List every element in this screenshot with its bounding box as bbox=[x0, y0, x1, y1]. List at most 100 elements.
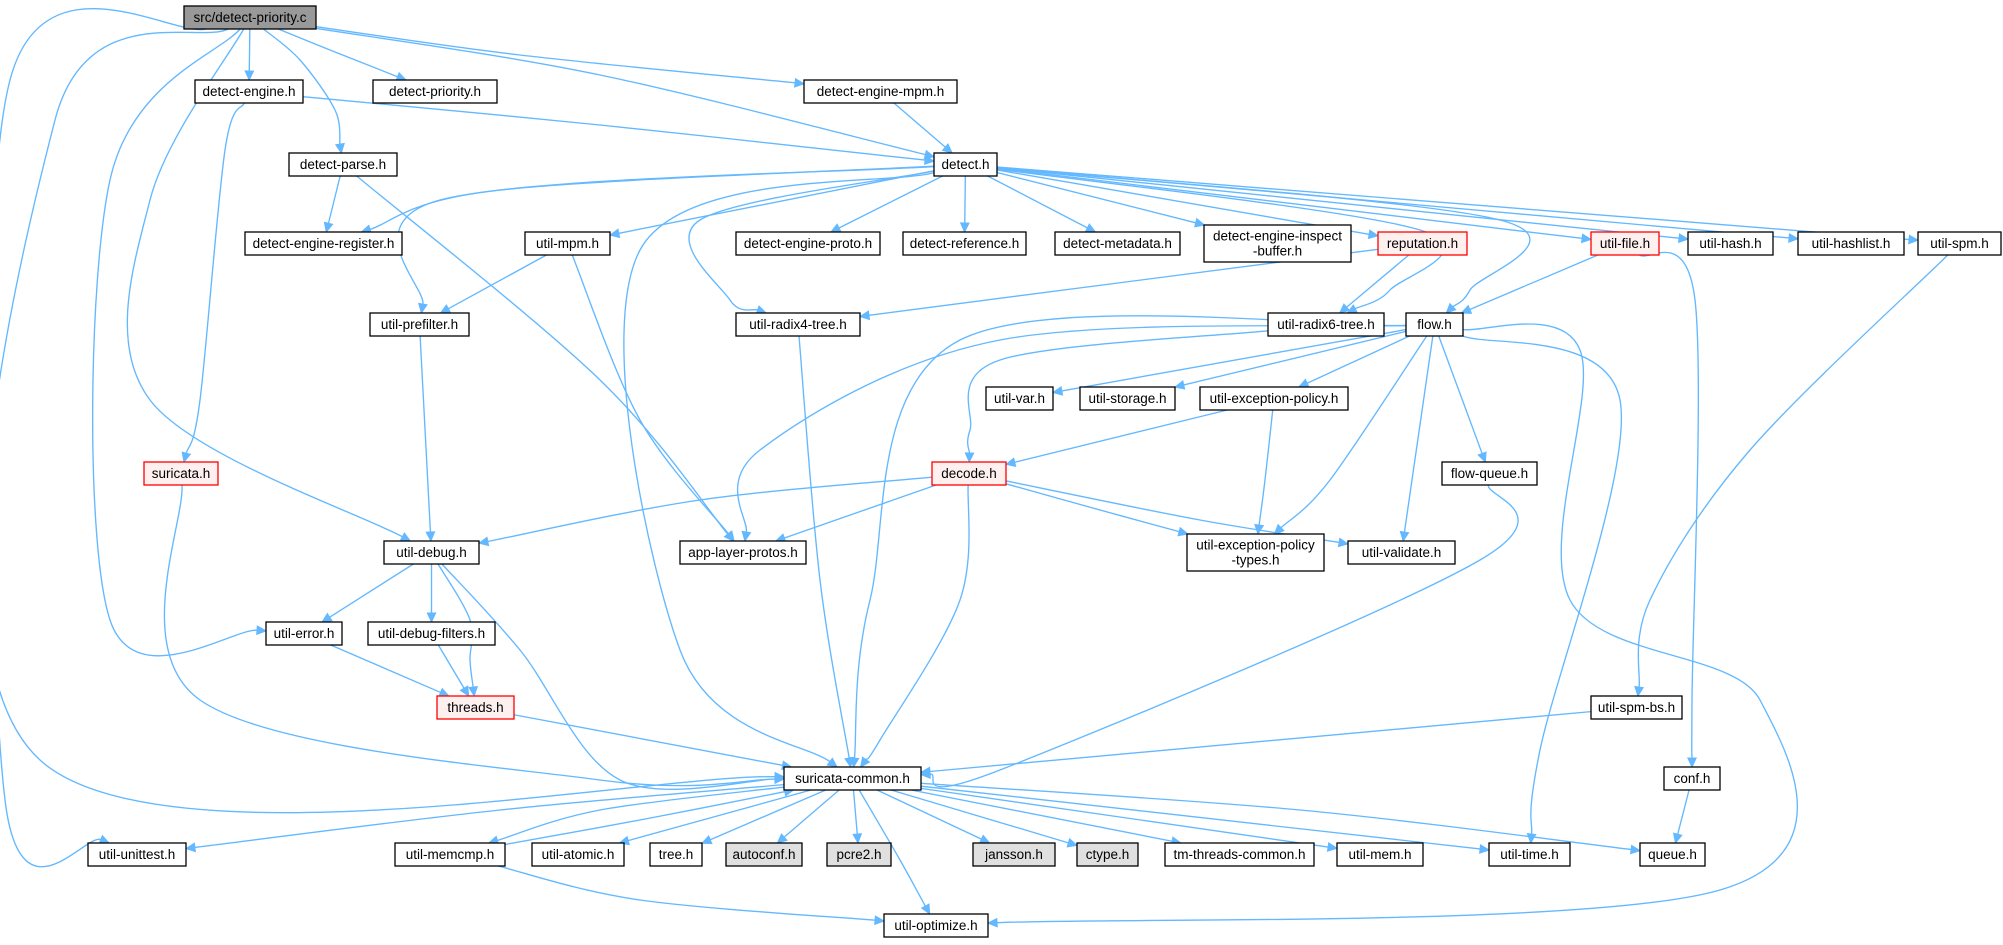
node-util-time-h[interactable]: util-time.h bbox=[1488, 842, 1571, 867]
node-detect-h[interactable]: detect.h bbox=[933, 152, 998, 177]
node-label: util-file.h bbox=[1600, 236, 1650, 251]
edge-arrowhead bbox=[439, 304, 452, 314]
edge-detect-h-to-util-spm-h bbox=[996, 166, 1920, 245]
node-util-storage-h[interactable]: util-storage.h bbox=[1079, 386, 1176, 411]
node-label: suricata-common.h bbox=[795, 771, 910, 786]
edge-line bbox=[929, 484, 1519, 788]
node-util-exception-policy-types-h[interactable]: util-exception-policy-types.h bbox=[1186, 533, 1325, 572]
node-util-debug-filters-h[interactable]: util-debug-filters.h bbox=[367, 621, 496, 646]
edge-arrowhead bbox=[426, 612, 437, 624]
node-detect-engine-inspect-buffer-h[interactable]: detect-engine-inspect-buffer.h bbox=[1203, 224, 1352, 263]
node-util-atomic-h[interactable]: util-atomic.h bbox=[531, 842, 625, 867]
node-suricata-common-h[interactable]: suricata-common.h bbox=[783, 766, 922, 791]
node-box bbox=[649, 842, 703, 867]
node-util-radix4-tree-h[interactable]: util-radix4-tree.h bbox=[735, 312, 861, 337]
edge-arrowhead bbox=[874, 915, 886, 926]
node-autoconf-h[interactable]: autoconf.h bbox=[725, 842, 803, 867]
edge-line bbox=[1005, 483, 1180, 533]
node-detect-engine-mpm-h[interactable]: detect-engine-mpm.h bbox=[803, 79, 958, 104]
node-util-prefilter-h[interactable]: util-prefilter.h bbox=[369, 312, 470, 337]
edge-line bbox=[369, 165, 935, 231]
node-util-spm-bs-h[interactable]: util-spm-bs.h bbox=[1590, 695, 1683, 720]
edge-arrowhead bbox=[1687, 757, 1697, 769]
node-flow-queue-h[interactable]: flow-queue.h bbox=[1441, 461, 1538, 486]
node-box bbox=[1336, 842, 1424, 867]
node-reputation-h[interactable]: reputation.h bbox=[1377, 231, 1468, 256]
edge-arrowhead bbox=[1630, 844, 1642, 855]
node-detect-reference-h[interactable]: detect-reference.h bbox=[902, 231, 1027, 256]
node-flow-h[interactable]: flow.h bbox=[1405, 312, 1464, 337]
node-util-error-h[interactable]: util-error.h bbox=[265, 621, 343, 646]
node-box bbox=[1203, 224, 1352, 263]
node-box bbox=[1441, 461, 1538, 486]
node-util-mem-h[interactable]: util-mem.h bbox=[1336, 842, 1424, 867]
edge-detect-h-to-reputation-h bbox=[996, 169, 1380, 240]
node-util-exception-policy-h[interactable]: util-exception-policy.h bbox=[1199, 386, 1349, 411]
node-conf-h[interactable]: conf.h bbox=[1663, 766, 1721, 791]
edge-line bbox=[910, 789, 1173, 842]
node-box bbox=[826, 842, 892, 867]
node-util-optimize-h[interactable]: util-optimize.h bbox=[883, 913, 989, 938]
node-label: -types.h bbox=[1231, 553, 1279, 568]
node-ctype-h[interactable]: ctype.h bbox=[1076, 842, 1139, 867]
node-tree-h[interactable]: tree.h bbox=[649, 842, 703, 867]
node-util-radix6-tree-h[interactable]: util-radix6-tree.h bbox=[1267, 312, 1385, 337]
node-tm-threads-common-h[interactable]: tm-threads-common.h bbox=[1164, 842, 1315, 867]
edge-arrowhead bbox=[920, 903, 931, 916]
node-util-debug-h[interactable]: util-debug.h bbox=[383, 540, 480, 565]
node-util-unittest-h[interactable]: util-unittest.h bbox=[87, 842, 187, 867]
node-label: detect-reference.h bbox=[910, 236, 1020, 251]
node-app-layer-protos-h[interactable]: app-layer-protos.h bbox=[679, 540, 807, 565]
edge-arrowhead bbox=[1194, 217, 1206, 228]
edge-arrowhead bbox=[399, 532, 412, 542]
edge-line bbox=[893, 102, 946, 148]
node-detect-engine-h[interactable]: detect-engine.h bbox=[194, 79, 304, 104]
node-util-var-h[interactable]: util-var.h bbox=[985, 386, 1054, 411]
node-label: src/detect-priority.c bbox=[193, 10, 306, 25]
node-label: jansson.h bbox=[984, 847, 1043, 862]
node-detect-metadata-h[interactable]: detect-metadata.h bbox=[1054, 231, 1181, 256]
edge-line bbox=[996, 167, 1680, 239]
edge-line bbox=[126, 28, 403, 538]
node-util-memcmp-h[interactable]: util-memcmp.h bbox=[394, 842, 506, 867]
node-label: util-prefilter.h bbox=[381, 317, 458, 332]
node-util-hash-h[interactable]: util-hash.h bbox=[1687, 231, 1774, 256]
node-jansson-h[interactable]: jansson.h bbox=[972, 842, 1056, 867]
edge-arrowhead bbox=[741, 530, 752, 543]
node-box bbox=[531, 842, 625, 867]
edge-util-memcmp-h-to-util-optimize-h bbox=[497, 865, 886, 926]
node-queue-h[interactable]: queue.h bbox=[1639, 842, 1706, 867]
node-util-spm-h[interactable]: util-spm.h bbox=[1917, 231, 2002, 256]
graph-nodes: src/detect-priority.c detect-engine.h dete… bbox=[87, 5, 2002, 938]
edge-suricata-common-h-to-util-mem-h bbox=[920, 787, 1339, 852]
node-util-validate-h[interactable]: util-validate.h bbox=[1347, 540, 1456, 565]
edge-suricata-common-h-to-util-time-h bbox=[920, 785, 1491, 854]
node-suricata-h[interactable]: suricata.h bbox=[143, 461, 219, 486]
node-label: detect-engine-mpm.h bbox=[817, 84, 945, 99]
node-util-file-h[interactable]: util-file.h bbox=[1590, 231, 1660, 256]
node-detect-engine-register-h[interactable]: detect-engine-register.h bbox=[244, 231, 403, 256]
node-detect-engine-proto-h[interactable]: detect-engine-proto.h bbox=[735, 231, 881, 256]
node-util-mpm-h[interactable]: util-mpm.h bbox=[524, 231, 611, 256]
node-root[interactable]: src/detect-priority.c bbox=[183, 5, 317, 30]
edge-arrowhead bbox=[608, 228, 621, 239]
edge-flow-h-to-util-exception-policy-types-h bbox=[1273, 335, 1428, 535]
node-box bbox=[1186, 533, 1325, 572]
node-label: queue.h bbox=[1648, 847, 1697, 862]
node-threads-h[interactable]: threads.h bbox=[436, 695, 515, 720]
node-util-hashlist-h[interactable]: util-hashlist.h bbox=[1797, 231, 1905, 256]
edge-decode-h-to-util-exception-policy-types-h bbox=[1005, 483, 1189, 537]
node-detect-priority-h[interactable]: detect-priority.h bbox=[372, 79, 498, 104]
node-decode-h[interactable]: decode.h bbox=[931, 461, 1007, 486]
node-box bbox=[524, 231, 611, 256]
node-pcre2-h[interactable]: pcre2.h bbox=[826, 842, 892, 867]
edge-arrowhead bbox=[1273, 523, 1285, 535]
node-box bbox=[1199, 386, 1349, 411]
edge-line bbox=[329, 563, 414, 618]
edge-line bbox=[876, 789, 982, 840]
node-detect-parse-h[interactable]: detect-parse.h bbox=[288, 152, 398, 177]
edge-arrowhead bbox=[1337, 537, 1350, 548]
edge-arrowhead bbox=[323, 221, 334, 234]
edge-line bbox=[513, 714, 783, 766]
edge-root-to-suricata-common-h bbox=[0, 28, 786, 814]
